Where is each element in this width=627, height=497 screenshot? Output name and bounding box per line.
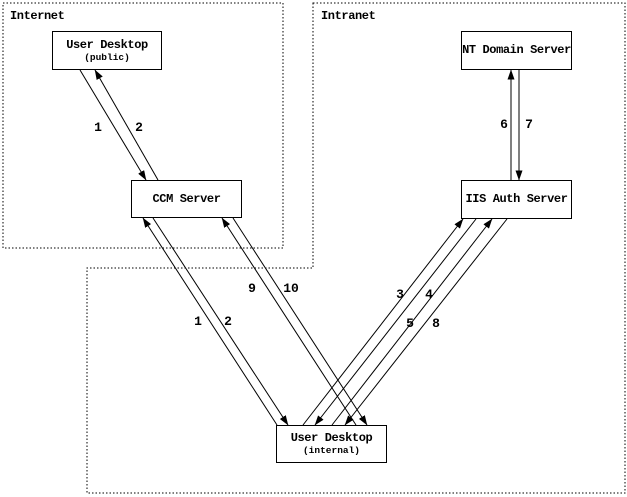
node-user-desktop-internal: User Desktop (internal)	[276, 425, 387, 463]
node-title: User Desktop	[290, 431, 373, 445]
node-title: NT Domain Server	[462, 43, 571, 57]
edge-label-2: 2	[224, 314, 232, 329]
edge-step-8	[344, 218, 508, 426]
node-title: CCM Server	[152, 191, 221, 206]
zone-border-internet	[2, 2, 284, 249]
node-user-desktop-public: User Desktop (public)	[52, 31, 162, 70]
edge-label-8: 8	[432, 316, 440, 331]
edge-label-2: 2	[135, 120, 143, 135]
edge-label-1: 1	[194, 314, 202, 329]
edge-label-9: 9	[248, 281, 256, 296]
node-iis-auth-server: IIS Auth Server	[461, 180, 572, 219]
edge-step-2	[152, 217, 289, 426]
node-nt-domain-server: NT Domain Server	[461, 31, 572, 70]
node-title: IIS Auth Server	[465, 192, 568, 206]
zone-label-intranet: Intranet	[321, 9, 376, 23]
edge-label-10: 10	[283, 281, 299, 296]
edge-label-1: 1	[94, 120, 102, 135]
node-subtitle: (public)	[84, 51, 130, 63]
edge-label-7: 7	[525, 117, 533, 132]
edge-step-3	[302, 218, 464, 426]
edge-step-1	[142, 217, 278, 426]
node-subtitle: (internal)	[302, 445, 360, 456]
edge-step-10	[232, 217, 368, 426]
edge-step-5	[331, 218, 493, 426]
edge-step-1	[79, 69, 147, 181]
edge-label-4: 4	[425, 287, 433, 302]
edge-label-3: 3	[396, 287, 404, 302]
zone-label-internet: Internet	[10, 9, 65, 23]
node-ccm-server: CCM Server	[131, 180, 242, 218]
edge-label-5: 5	[406, 316, 414, 331]
zone-border-intranet	[86, 2, 626, 494]
node-title: User Desktop	[66, 37, 148, 52]
edge-step-2	[94, 69, 159, 181]
edge-step-9	[221, 217, 357, 426]
edge-label-6: 6	[500, 117, 508, 132]
edge-step-4	[314, 218, 477, 426]
